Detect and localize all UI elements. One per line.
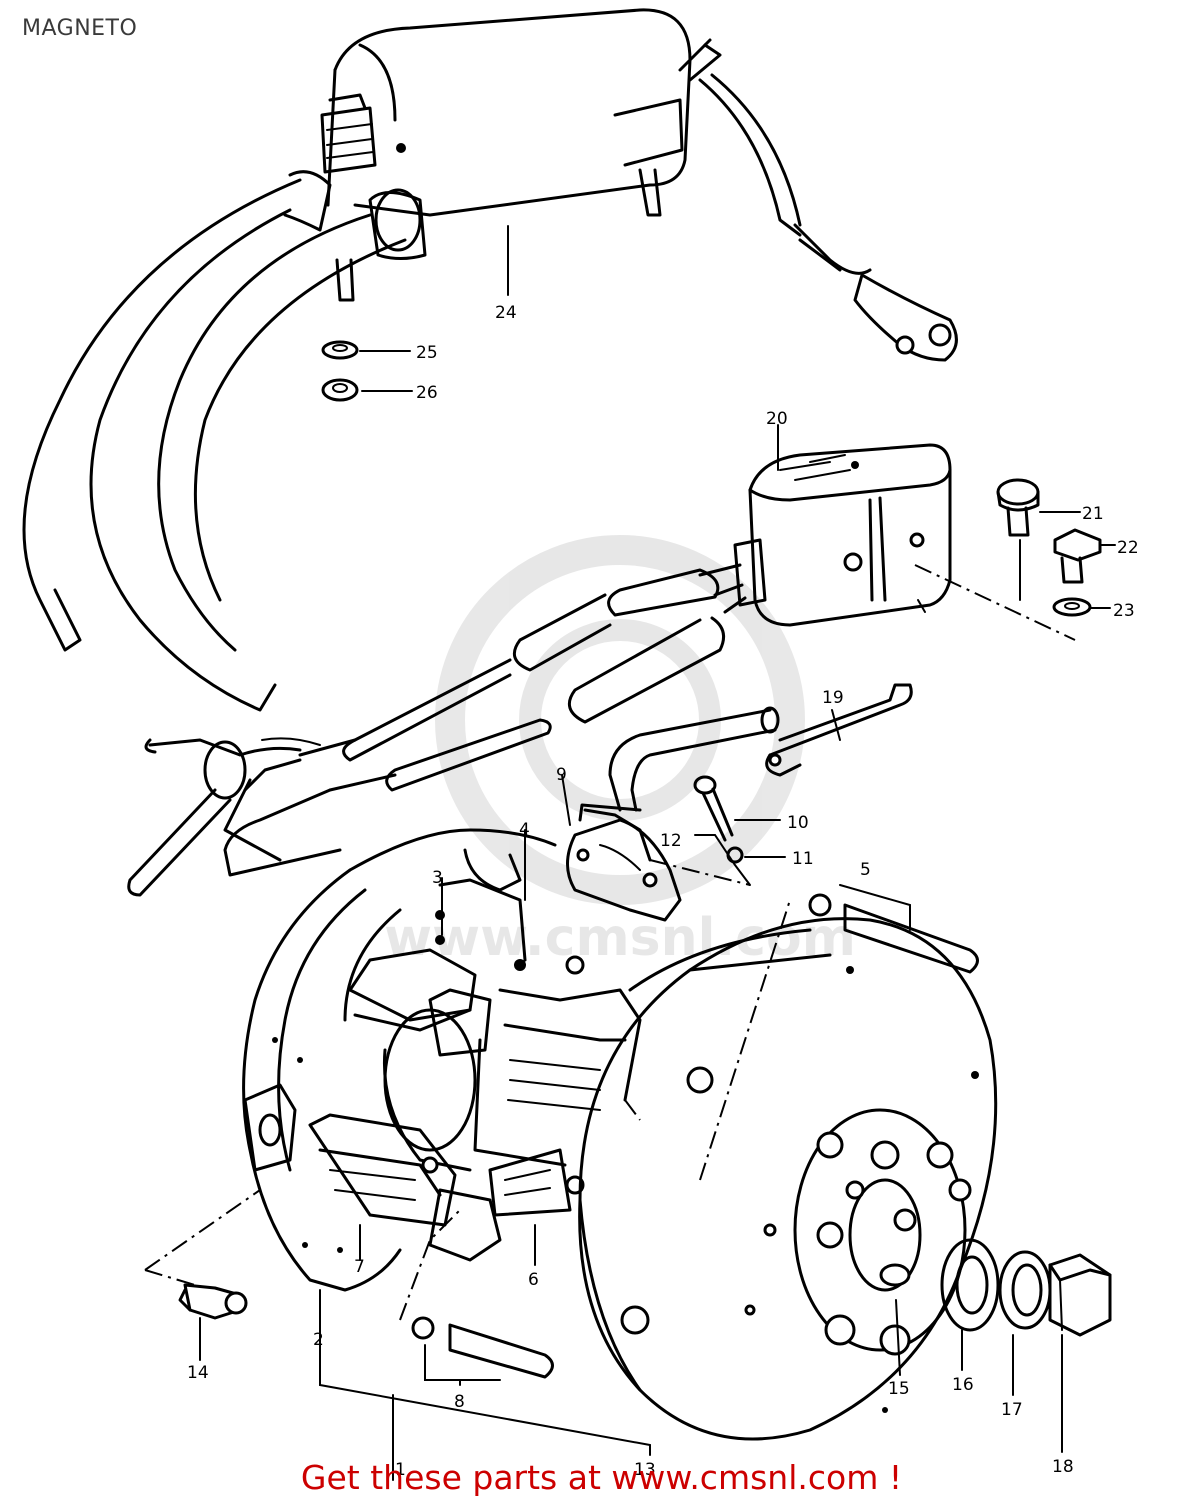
callout-8: 8 — [454, 1392, 465, 1412]
pickup-mount-line — [649, 859, 751, 886]
footer-link[interactable]: Get these parts at www.cmsnl.com ! — [300, 1458, 903, 1497]
callout-21: 21 — [1082, 504, 1104, 524]
callout-14: 14 — [187, 1363, 209, 1383]
screw-12-leader — [694, 834, 751, 886]
callout-1: 1 — [395, 1460, 406, 1480]
washer-25 — [321, 340, 411, 360]
callout-23: 23 — [1113, 601, 1135, 621]
nut-26 — [321, 378, 413, 402]
stator-plate — [242, 828, 642, 1292]
page-title: MAGNETO — [22, 16, 138, 41]
assembly-lines — [144, 899, 1063, 1481]
callout-10: 10 — [787, 813, 809, 833]
callout-19: 19 — [822, 688, 844, 708]
bolt-22 — [1053, 528, 1116, 584]
callout-17: 17 — [1001, 1400, 1023, 1420]
callout-12: 12 — [660, 831, 682, 851]
screw-21 — [996, 478, 1081, 537]
bolt-8 — [411, 1316, 554, 1381]
pickup-coil-9 — [561, 774, 682, 922]
lead-sleeve — [608, 706, 780, 812]
callout-25: 25 — [416, 343, 438, 363]
ignition-coil — [22, 8, 958, 712]
cdi-unit — [127, 424, 952, 897]
bolt-5 — [808, 884, 979, 974]
callout-22: 22 — [1117, 538, 1139, 558]
screw-10 — [693, 775, 781, 842]
callout-2: 2 — [313, 1330, 324, 1350]
callout-5: 5 — [860, 860, 871, 880]
screw-14 — [178, 1283, 248, 1361]
callout-26: 26 — [416, 383, 438, 403]
callout-3: 3 — [432, 868, 443, 888]
callout-18: 18 — [1052, 1457, 1074, 1477]
callout-24: 24 — [495, 303, 517, 323]
washer-16 — [940, 1238, 1000, 1332]
washer-23 — [1052, 597, 1111, 617]
callout-13: 13 — [634, 1460, 656, 1480]
watermark-text: www.cmsnl.com — [384, 908, 856, 968]
callout-15: 15 — [888, 1379, 910, 1399]
callout-4: 4 — [519, 820, 530, 840]
callout-7: 7 — [354, 1257, 365, 1277]
lock-washer-17 — [998, 1250, 1052, 1330]
wire-clamp-19 — [765, 683, 913, 777]
callout-9: 9 — [556, 765, 567, 785]
callout-6: 6 — [528, 1270, 539, 1290]
cdi-mount-line — [914, 564, 1076, 641]
rotor-flywheel — [578, 917, 998, 1441]
callout-20: 20 — [766, 409, 788, 429]
callout-labels: 1 2 3 4 5 6 7 8 9 10 11 12 13 14 15 16 1… — [187, 303, 1139, 1480]
callout-11: 11 — [792, 849, 814, 869]
callout-16: 16 — [952, 1375, 974, 1395]
nut-18 — [1048, 1253, 1112, 1337]
